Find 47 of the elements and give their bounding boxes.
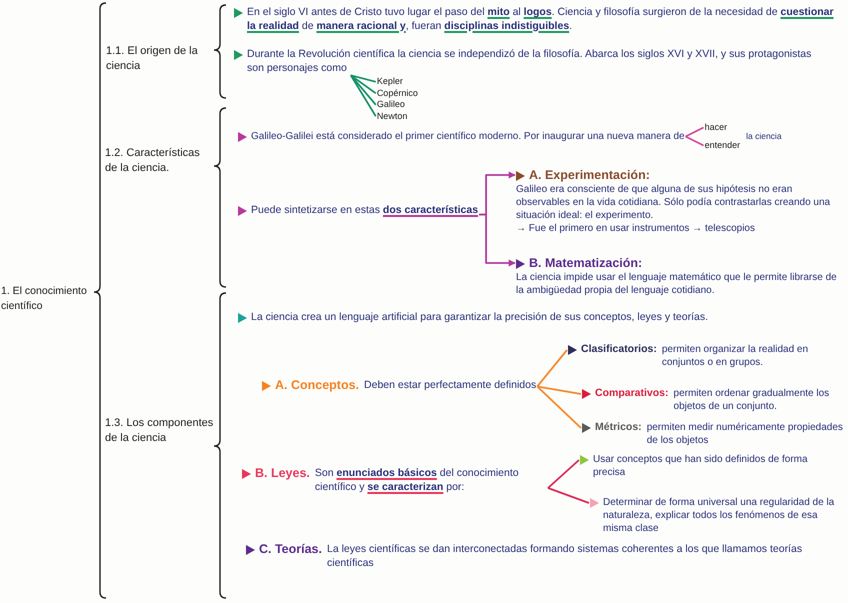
branch-label: entender — [704, 140, 740, 151]
connector-line — [536, 386, 582, 429]
connector-line — [350, 74, 376, 83]
item-text: Galileo era consciente de que alguna de sus hipótesis no eran observables en la vida cotidiana. Sólo podía contrastarlas creando una situación ideal: el experimento. — [516, 183, 832, 222]
item-text: permiten ordenar gradualmente los objetos de un conjunto. — [674, 387, 830, 414]
item-heading: B. Leyes. — [255, 466, 310, 481]
branch-label: Kepler — [376, 76, 403, 88]
bullet-text: Galileo-Galilei está considerado el primer científico moderno. Por inaugurar una nueva manera de — [251, 130, 685, 143]
item-text: La leyes científicas se dan interconectadas formando sistemas coherentes a los que llamamos teorías científicas — [326, 542, 804, 570]
item-text: Deben estar perfectamente definidos — [364, 378, 536, 393]
connector-line — [537, 386, 582, 395]
connector-line — [547, 459, 580, 489]
connector-line — [536, 349, 568, 388]
bullet-text: En el siglo VI antes de Cristo tuvo lugar el paso del mito al logos. Ciencia y filosofía surgieron de la necesidad de cuestionar la realidad de manera racional y, fueran disciplinas indistiguibles. — [247, 6, 835, 34]
text-label: la ciencia — [746, 131, 782, 142]
branch-label: Newton — [376, 110, 408, 122]
connector-line — [685, 136, 704, 146]
item-heading: A. Conceptos. — [275, 378, 360, 393]
connector-line — [350, 74, 377, 117]
branch-label: Galileo — [376, 99, 405, 110]
item-text: permiten organizar la realidad en conjuntos o en grupos. — [662, 343, 810, 370]
section-heading: 1.1. El origen de la ciencia — [106, 44, 206, 74]
item-heading: A. Experimentación: — [529, 168, 650, 183]
connector-line — [685, 126, 704, 138]
bullet-text: Durante la Revolución científica la ciencia se independizó de la filosofía. Abarca los siglos XVI y XVII, y sus protagonistas son personajes como — [247, 48, 812, 76]
item-text: La ciencia impide usar el lenguaje matemático que le permite librarse de la ambigüedad propia del lenguaje cotidiano. — [516, 271, 838, 297]
bullet-text: La ciencia crea un lenguaje artificial para garantizar la precisión de sus conceptos, leyes y teorías. — [251, 311, 708, 325]
item-text: permiten medir numéricamente propiedades de los objetos — [646, 421, 844, 448]
connector-line — [548, 487, 590, 504]
arrow — [479, 214, 516, 266]
item-heading: B. Matematización: — [529, 256, 642, 271]
branch-label: hacer — [704, 122, 728, 133]
item-note: → Fue el primero en usar instrumentos → telescopios — [516, 222, 756, 235]
branch-label: Copérnico — [376, 88, 418, 99]
item-heading: C. Teorías. — [259, 542, 322, 557]
item-heading: Clasificatorios: — [581, 343, 657, 356]
connector-line — [350, 74, 376, 106]
item-heading: Métricos: — [595, 421, 642, 434]
item-heading: Comparativos: — [595, 387, 669, 400]
topic-heading: 1. El conocimiento científico — [1, 284, 91, 314]
bullet-text: Puede sintetizarse en estas dos características — [251, 204, 478, 218]
bullet-text: Determinar de forma universal una regularidad de la naturaleza, explicar todos los fenómenos de esa misma clase — [603, 496, 836, 535]
connector-line — [350, 74, 376, 94]
section-heading: 1.2. Características de la ciencia. — [105, 146, 213, 176]
item-text: Son enunciados básicos del conocimiento científico y se caracterizan por: — [314, 466, 520, 494]
section-heading: 1.3. Los componentes de la ciencia — [105, 416, 215, 446]
bullet-text: Usar conceptos que han sido definidos de forma precisa — [593, 453, 809, 479]
